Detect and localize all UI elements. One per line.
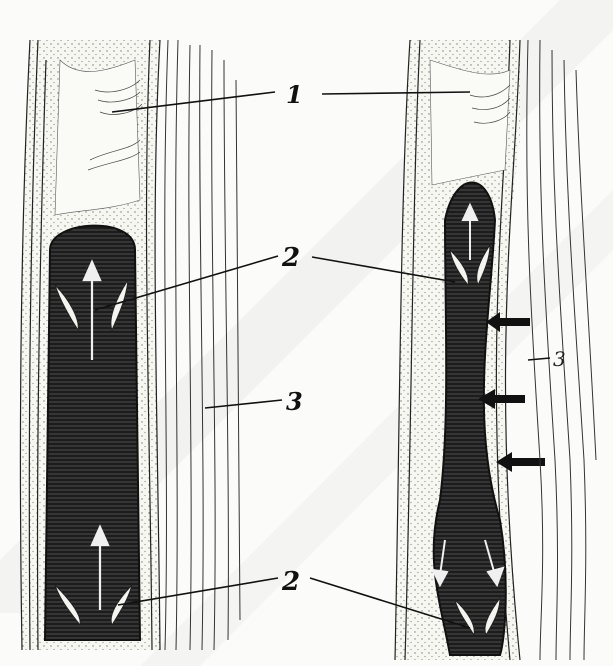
- label-3-left: 3: [286, 387, 303, 416]
- left-vein: [20, 40, 240, 650]
- label-2-lower: 2: [281, 567, 300, 597]
- label-3-right: 3: [553, 347, 566, 371]
- right-vein: [395, 40, 596, 660]
- label-2-upper: 2: [281, 243, 300, 273]
- label-1: 1: [286, 80, 303, 109]
